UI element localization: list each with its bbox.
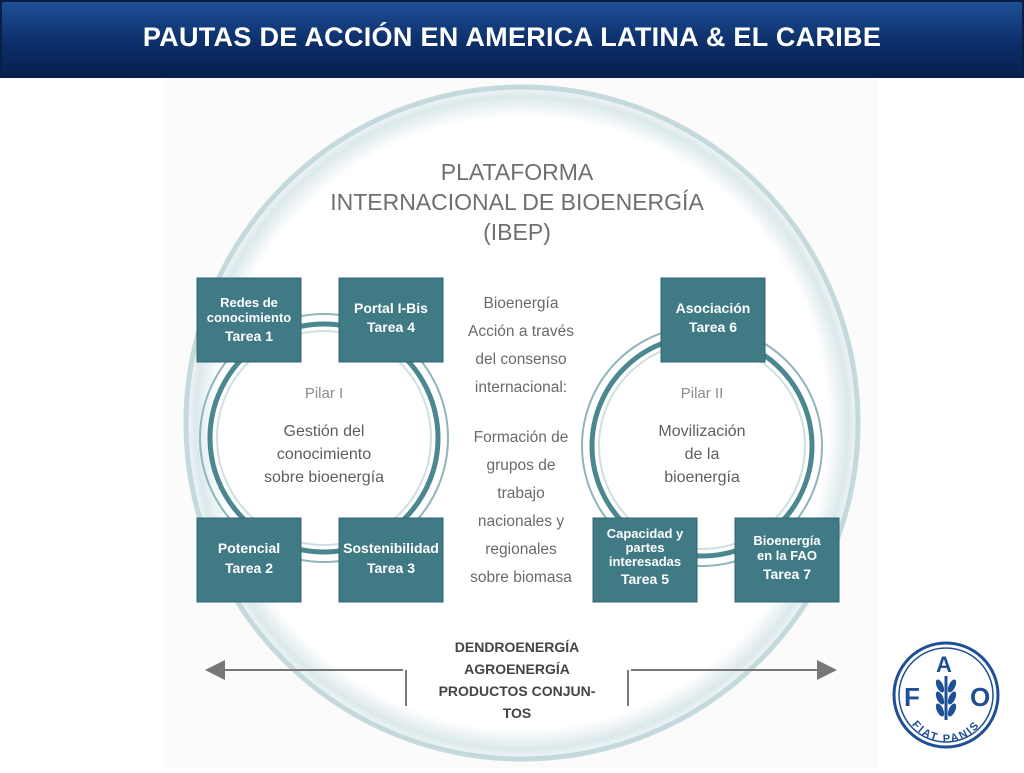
task-2-box: Potencial Tarea 2 — [196, 517, 302, 603]
pillar-1-desc-line-3: sobre bioenergía — [264, 469, 384, 486]
task-1-line-2: conocimiento — [207, 310, 292, 325]
task-6-box: Asociación Tarea 6 — [660, 277, 766, 363]
task-4-line-2: Tarea 4 — [367, 319, 415, 335]
pillar-2-desc-line-1: Movilización — [658, 423, 745, 440]
center-line-10: regionales — [485, 541, 557, 558]
task-1-line-1: Redes de — [220, 295, 278, 310]
task-5-box: Capacidad y partes interesadas Tarea 5 — [592, 517, 698, 603]
fao-logo: F O A FIAT PANIS — [892, 641, 1000, 749]
pillar-1-ring — [199, 313, 449, 563]
center-line-1: Bioenergía — [484, 295, 559, 312]
task-2-line-2: Tarea 2 — [225, 560, 273, 576]
center-line-11: sobre biomasa — [470, 569, 572, 586]
bottom-arrows — [205, 660, 837, 706]
diagram-title-line-1: PLATAFORMA — [441, 159, 594, 185]
pillar-1-desc-line-2: conocimiento — [277, 446, 371, 463]
center-description: Bioenergía Acción a través del consenso … — [468, 295, 574, 586]
center-line-2: Acción a través — [468, 323, 574, 340]
task-2-line-1: Potencial — [218, 540, 280, 556]
task-3-line-1: Sostenibilidad — [343, 540, 439, 556]
bottom-label: DENDROENERGÍA AGROENERGÍA PRODUCTOS CONJ… — [439, 639, 596, 721]
fao-logo-letter-o: O — [970, 682, 990, 712]
bottom-line-4: TOS — [503, 705, 532, 721]
bottom-line-3: PRODUCTOS CONJUN- — [439, 683, 596, 699]
task-5-line-2: partes — [625, 540, 664, 555]
task-4-line-1: Portal I-Bis — [354, 300, 428, 316]
task-6-line-2: Tarea 6 — [689, 319, 737, 335]
bottom-line-1: DENDROENERGÍA — [455, 639, 579, 655]
pillar-2-desc-line-3: bioenergía — [664, 469, 740, 486]
center-line-6: Formación de — [474, 429, 569, 446]
center-line-9: nacionales y — [478, 513, 564, 530]
task-3-box: Sostenibilidad Tarea 3 — [338, 517, 444, 603]
diagram-title-line-2: INTERNACIONAL DE BIOENERGÍA — [330, 189, 704, 215]
center-line-3: del consenso — [475, 351, 566, 368]
fao-logo-letter-a: A — [936, 652, 952, 677]
task-5-line-1: Capacidad y — [607, 526, 684, 541]
pillar-1-description: Gestión del conocimiento sobre bioenergí… — [264, 423, 384, 486]
slide-title: PAUTAS DE ACCIÓN EN AMERICA LATINA & EL … — [142, 22, 882, 52]
task-5-line-4: Tarea 5 — [621, 571, 669, 587]
center-line-7: grupos de — [487, 457, 556, 474]
bottom-line-2: AGROENERGÍA — [464, 661, 570, 677]
pillar-2-label: Pilar II — [681, 385, 724, 402]
task-3-line-2: Tarea 3 — [367, 560, 415, 576]
diagram-title-line-3: (IBEP) — [483, 219, 551, 245]
task-1-line-3: Tarea 1 — [225, 328, 273, 344]
center-line-8: trabajo — [497, 485, 544, 502]
fao-logo-letter-f: F — [904, 682, 920, 712]
task-7-line-1: Bioenergía — [753, 533, 821, 548]
task-6-line-1: Asociación — [676, 300, 751, 316]
pillar-2-desc-line-2: de la — [685, 446, 720, 463]
task-4-box: Portal I-Bis Tarea 4 — [338, 277, 444, 363]
slide-header: PAUTAS DE ACCIÓN EN AMERICA LATINA & EL … — [0, 0, 1024, 78]
task-1-box: Redes de conocimiento Tarea 1 — [196, 277, 302, 363]
task-7-line-3: Tarea 7 — [763, 566, 811, 582]
ibep-diagram-panel: PLATAFORMA INTERNACIONAL DE BIOENERGÍA (… — [165, 78, 878, 768]
pillar-2-description: Movilización de la bioenergía — [658, 423, 745, 486]
task-7-line-2: en la FAO — [757, 548, 817, 563]
center-line-4: internacional: — [475, 379, 567, 396]
ibep-diagram: PLATAFORMA INTERNACIONAL DE BIOENERGÍA (… — [182, 83, 862, 763]
task-5-line-3: interesadas — [609, 554, 681, 569]
pillar-1-label: Pilar I — [305, 385, 343, 402]
wheat-icon — [935, 676, 957, 720]
task-7-box: Bioenergía en la FAO Tarea 7 — [734, 517, 840, 603]
diagram-title: PLATAFORMA INTERNACIONAL DE BIOENERGÍA (… — [330, 159, 704, 245]
pillar-1-desc-line-1: Gestión del — [284, 423, 365, 440]
